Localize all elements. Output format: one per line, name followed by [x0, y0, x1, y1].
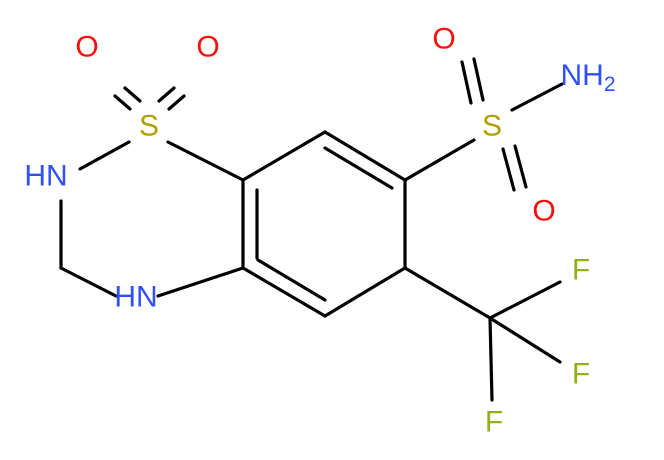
- atom-o3: O: [432, 23, 455, 56]
- bond-s7-o4a: [501, 147, 516, 192]
- bond-c6-cf3: [403, 266, 492, 320]
- bond-s7-o3b: [472, 57, 485, 102]
- bond-c8a-c8: [241, 130, 327, 182]
- bond-c7-s7: [403, 138, 476, 182]
- atom-o2: O: [196, 31, 219, 64]
- bond-c3-n4: [59, 266, 118, 298]
- atom-f2: F: [572, 358, 590, 391]
- bond-cf3-f3: [488, 316, 494, 402]
- atom-s1: S: [139, 110, 159, 143]
- atom-n4: HN: [114, 281, 157, 314]
- atom-labels: O O S HN HN S O O NH2 F F F: [24, 23, 615, 439]
- atom-o4: O: [532, 195, 555, 228]
- bond-c8-c7-inner: [323, 146, 394, 190]
- bond-c8-c7: [323, 130, 407, 182]
- atom-nh2-symbol: NH: [560, 59, 603, 92]
- atom-s7: S: [482, 110, 502, 143]
- bond-s7-n: [510, 82, 564, 112]
- bond-c5-c4a-inner: [256, 258, 327, 302]
- bond-s7-o4b: [513, 144, 528, 189]
- bond-cf3-f1: [488, 280, 562, 320]
- atom-nh2: NH2: [560, 59, 615, 96]
- atom-f3: F: [485, 406, 503, 439]
- bond-s1-o2a: [157, 86, 176, 103]
- atom-n2: HN: [24, 160, 67, 193]
- bond-cf3-f2: [488, 316, 562, 364]
- bond-s1-n2: [78, 140, 131, 171]
- atom-nh2-subscript: 2: [604, 73, 616, 96]
- bond-c6-c5: [323, 266, 407, 318]
- bond-n4-c4a: [156, 266, 245, 298]
- bonds: [59, 57, 564, 402]
- atom-o1: O: [75, 31, 98, 64]
- bond-c5-c4a: [241, 266, 327, 318]
- bond-s1-o1a: [113, 94, 132, 111]
- bond-s1-c8a: [166, 140, 245, 182]
- atom-f1: F: [572, 254, 590, 287]
- bond-s1-o1b: [123, 86, 142, 103]
- bond-s1-o2b: [167, 94, 186, 111]
- bond-s7-o3a: [460, 60, 473, 105]
